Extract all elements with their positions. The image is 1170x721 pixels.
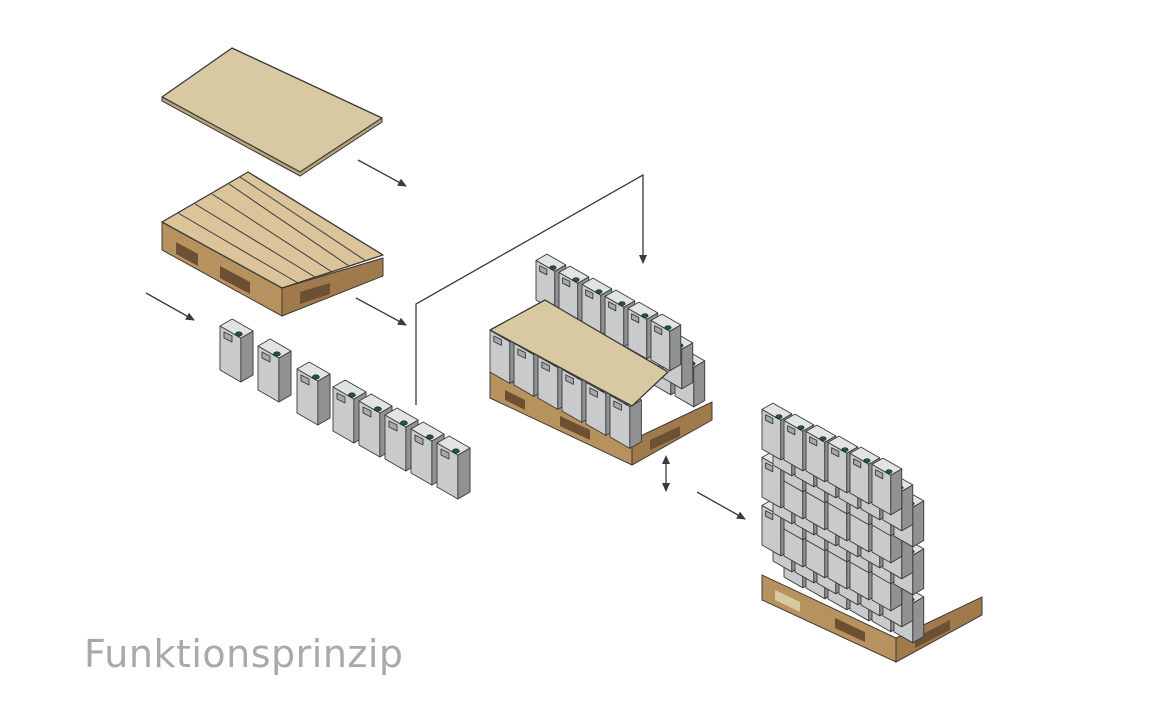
- pallet-icon: [161, 171, 384, 317]
- canister-icon: [257, 338, 292, 403]
- canister-icon: [219, 318, 254, 383]
- cardboard-sheet-icon: [161, 47, 383, 177]
- arrow-icon: [145, 159, 746, 520]
- canister-icon: [436, 435, 471, 500]
- canister-icon: [650, 313, 682, 372]
- cardboard-sheet-icon: [489, 299, 669, 407]
- canister-row: [219, 318, 471, 500]
- stacked-pallet-icon: [761, 574, 983, 663]
- middle-upper-layer: [535, 253, 706, 408]
- right-stacked-canisters: [761, 402, 925, 644]
- canister-icon: [296, 361, 331, 426]
- diagram-caption: Funktionsprinzip: [84, 632, 404, 676]
- canister-icon: [871, 457, 903, 516]
